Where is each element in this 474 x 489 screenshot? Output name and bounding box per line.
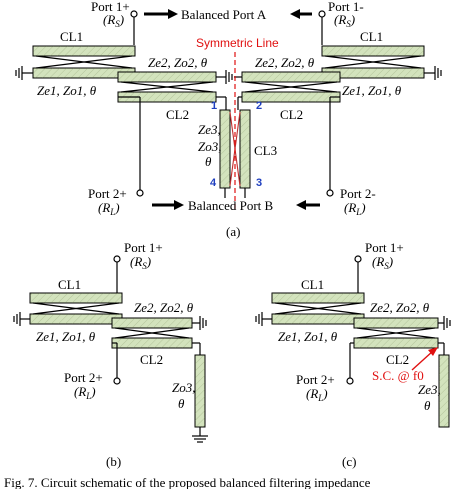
b-cl2-label: CL2 xyxy=(140,352,163,367)
panel-a-label: (a) xyxy=(226,224,240,239)
panel-c-label: (c) xyxy=(342,454,356,469)
port-1p-impedance: (RS) xyxy=(103,12,124,29)
c-port-1p-impedance: (RS) xyxy=(372,254,393,271)
b-port-1p-terminal xyxy=(113,255,121,263)
b-cl1-impedance: Ze1, Zo1, θ xyxy=(36,329,96,344)
panel-b-label: (b) xyxy=(106,454,121,469)
cl1-left-impedance: Ze1, Zo1, θ xyxy=(37,83,97,98)
c-cl2-label: CL2 xyxy=(386,352,409,367)
cl1-left-label: CL1 xyxy=(60,29,83,44)
c-port-2p-label: Port 2+ xyxy=(296,372,335,387)
b-zo3-label: Zo3, xyxy=(172,380,195,395)
c-sc-arrow xyxy=(411,350,434,371)
figure-caption: Fig. 7. Circuit schematic of the propose… xyxy=(4,475,371,489)
port-number-1: 1 xyxy=(211,100,217,112)
panel-b: Port 1+ (RS) CL1 Ze1, Zo1, θ Ze2, Zo2, θ… xyxy=(13,240,208,469)
balanced-port-a-label: Balanced Port A xyxy=(181,7,267,22)
port-2p-terminal xyxy=(136,189,144,197)
c-theta-label: θ xyxy=(424,398,431,413)
port-2m-label: Port 2- xyxy=(340,186,376,201)
cl3-label: CL3 xyxy=(254,143,277,158)
b-port-1p-impedance: (RS) xyxy=(130,254,151,271)
c-sc-label: S.C. @ f0 xyxy=(372,368,424,383)
port-1m-impedance: (RS) xyxy=(334,12,355,29)
cl1-right-impedance: Ze1, Zo1, θ xyxy=(342,83,402,98)
port-1p-label: Port 1+ xyxy=(91,0,130,14)
cl3-ze3: Ze3, xyxy=(198,122,221,137)
cl2-left-impedance: Ze2, Zo2, θ xyxy=(148,55,208,70)
c-port-2p-terminal xyxy=(346,377,354,385)
port-2m-terminal xyxy=(326,189,334,197)
port-2p-impedance: (RL) xyxy=(98,200,120,217)
balanced-port-b-label: Balanced Port B xyxy=(188,198,274,213)
c-cl2-impedance: Ze2, Zo2, θ xyxy=(370,300,430,315)
symmetric-line-label: Symmetric Line xyxy=(196,36,279,50)
c-cl1-impedance: Ze1, Zo1, θ xyxy=(278,329,338,344)
b-cl2-impedance: Ze2, Zo2, θ xyxy=(134,300,194,315)
port-number-4: 4 xyxy=(210,177,217,189)
port-number-2: 2 xyxy=(256,100,262,112)
c-cl1-label: CL1 xyxy=(301,277,324,292)
cl1-right-label: CL1 xyxy=(360,29,383,44)
cl2-right-label: CL2 xyxy=(280,107,303,122)
b-port-2p-impedance: (RL) xyxy=(74,384,96,401)
c-ze3-label: Ze3, xyxy=(418,382,441,397)
port-2p-label: Port 2+ xyxy=(88,186,127,201)
panel-a: Port 1+ (RS) Port 1- (RS) Balanced Port … xyxy=(15,0,442,239)
c-port-2p-impedance: (RL) xyxy=(306,386,328,403)
b-port-1p-label: Port 1+ xyxy=(124,240,163,255)
port-1m-terminal xyxy=(318,10,326,18)
b-port-2p-label: Port 2+ xyxy=(64,370,103,385)
b-port-2p-terminal xyxy=(113,377,121,385)
cl3-zo3: Zo3, xyxy=(198,139,221,154)
panel-c: Port 1+ (RS) CL1 Ze1, Zo1, θ Ze2, Zo2, θ… xyxy=(255,240,451,469)
c-port-1p-label: Port 1+ xyxy=(365,240,404,255)
b-theta-label: θ xyxy=(178,396,185,411)
cl2-left-label: CL2 xyxy=(166,107,189,122)
port-1m-label: Port 1- xyxy=(328,0,364,14)
b-cl1-label: CL1 xyxy=(58,277,81,292)
cl2-right-impedance: Ze2, Zo2, θ xyxy=(255,55,315,70)
port-2m-impedance: (RL) xyxy=(344,200,366,217)
cl3-theta: θ xyxy=(205,154,212,169)
port-number-3: 3 xyxy=(256,177,262,189)
c-port-1p-terminal xyxy=(354,255,362,263)
port-1p-terminal xyxy=(130,10,138,18)
